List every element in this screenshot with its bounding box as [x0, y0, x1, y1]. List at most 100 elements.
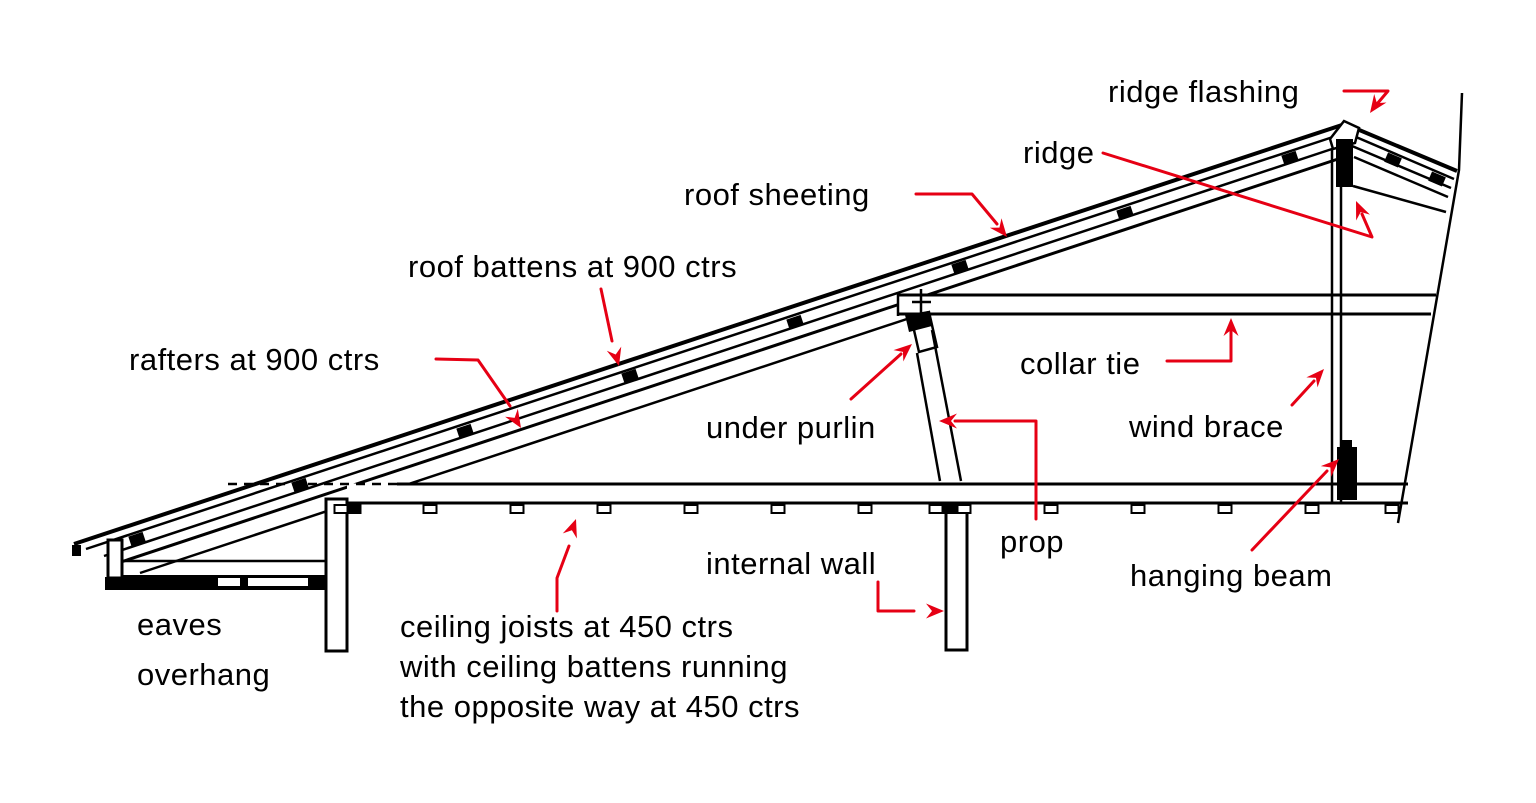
- hanging-beam-top: [1340, 440, 1352, 449]
- leader-roof-sheeting: [914, 192, 999, 226]
- leader-internal-wall: [876, 580, 916, 613]
- label-ceiling-note-line3: the opposite way at 450 ctrs: [400, 689, 800, 724]
- soffit-band-gap: [248, 578, 308, 586]
- label-ceiling-note-line1: ceiling joists at 450 ctrs: [400, 609, 733, 644]
- label-ridge-flashing: ridge flashing: [1108, 74, 1299, 109]
- section-break-line: [1396, 92, 1464, 524]
- ceiling-batten: [1384, 504, 1400, 514]
- ceiling-batten: [509, 504, 525, 514]
- arrowhead-icon: [893, 344, 912, 362]
- arrowhead-icon: [926, 603, 944, 619]
- ridge-board: [1336, 139, 1353, 187]
- leader-roof-battens: [599, 287, 614, 343]
- prop-left-edge: [915, 352, 942, 482]
- arrowhead-icon: [505, 408, 521, 428]
- fascia-foot: [105, 577, 123, 590]
- label-ceiling-note-line2: with ceiling battens running: [399, 649, 788, 684]
- ceiling-batten: [942, 504, 958, 514]
- hanging-beam: [1337, 440, 1357, 500]
- leader-rafters: [434, 357, 512, 408]
- back-slope-sheeting-top-line: [1344, 122, 1458, 173]
- leader-under-purlin: [849, 352, 903, 401]
- ceiling-batten: [422, 504, 438, 514]
- label-ridge: ridge: [1023, 135, 1094, 170]
- roof-batten: [1384, 152, 1402, 168]
- soffit-band-gap: [218, 578, 240, 586]
- label-eaves-overhang-line2: overhang: [137, 657, 270, 692]
- roof-batten: [1428, 171, 1446, 187]
- label-collar-tie: collar tie: [1020, 346, 1140, 381]
- leader-ceiling-joists: [555, 544, 571, 613]
- label-eaves-overhang-line1: eaves: [137, 607, 222, 642]
- label-roof-sheeting: roof sheeting: [684, 177, 870, 212]
- labels: ridge flashing ridge roof sheeting roof …: [129, 74, 1333, 724]
- back-rafter-underside-line: [1352, 184, 1447, 214]
- collar-tie: [896, 289, 1437, 316]
- eaves-drip-lip: [72, 545, 81, 556]
- label-rafters: rafters at 900 ctrs: [129, 342, 380, 377]
- ceiling-batten: [928, 504, 944, 514]
- roof-battens: [128, 150, 1446, 547]
- ceiling-batten: [683, 504, 699, 514]
- external-wall: [324, 497, 349, 653]
- ceiling-batten: [1130, 504, 1146, 514]
- label-hanging-beam: hanging beam: [1130, 558, 1333, 593]
- label-wind-brace: wind brace: [1128, 409, 1284, 444]
- ceiling-batten: [346, 504, 362, 514]
- ceiling-batten: [1304, 504, 1320, 514]
- label-roof-battens: roof battens at 900 ctrs: [408, 249, 737, 284]
- roof-batten: [1281, 150, 1299, 166]
- leaders: [434, 89, 1390, 619]
- arrowhead-icon: [1306, 369, 1324, 388]
- roof-batten: [456, 423, 474, 439]
- ceiling-batten: [956, 504, 972, 514]
- ceiling-joist-body: [347, 483, 1408, 503]
- arrowhead-icon: [1356, 201, 1370, 221]
- hanging-beam-body: [1337, 447, 1357, 500]
- roof-batten: [951, 259, 969, 275]
- arrowhead-icon: [1320, 459, 1339, 477]
- back-slope-rafter-bottom-line: [1353, 155, 1449, 199]
- roof-batten: [786, 314, 804, 330]
- collar-tie-bolt-mark: [912, 289, 931, 315]
- arrowhead-icon: [1223, 318, 1239, 336]
- roof-sheeting-bottom-line: [85, 131, 1346, 551]
- ceiling-batten: [596, 504, 612, 514]
- ceiling-batten: [1043, 504, 1059, 514]
- collar-tie-body: [897, 296, 1437, 313]
- label-prop: prop: [1000, 524, 1064, 559]
- ceiling-batten: [333, 504, 349, 514]
- roof-sheeting-top-line: [73, 122, 1346, 546]
- ceiling-batten: [1217, 504, 1233, 514]
- rafter-bottom-line: [120, 157, 1339, 564]
- leader-ridge: [1101, 151, 1374, 239]
- ceiling: [228, 482, 1408, 505]
- back-slope-sheeting-bottom-line: [1348, 132, 1455, 181]
- arrowhead-icon: [989, 218, 1007, 237]
- prop-right-edge: [930, 329, 963, 482]
- rafter-top-line: [103, 143, 1345, 558]
- leader-hanging-beam: [1250, 469, 1329, 552]
- ceiling-batten: [857, 504, 873, 514]
- roof-batten: [128, 531, 146, 547]
- leader-prop: [953, 419, 1038, 521]
- fascia-board: [106, 538, 124, 580]
- leader-collar-tie: [1165, 326, 1233, 363]
- rafter-underside-line: [139, 315, 914, 575]
- arrowhead-icon: [1370, 93, 1387, 113]
- label-under-purlin: under purlin: [706, 410, 876, 445]
- arrowhead-icon: [939, 413, 957, 429]
- roof-batten: [1116, 205, 1134, 221]
- label-internal-wall: internal wall: [706, 546, 876, 581]
- leader-ridge-flashing: [1342, 89, 1390, 106]
- ceiling-batten: [770, 504, 786, 514]
- ceiling-battens: [333, 504, 1400, 514]
- under-purlin-and-prop: [905, 310, 963, 482]
- under-purlin-end-grain: [905, 311, 932, 332]
- arrowhead-icon: [562, 519, 577, 539]
- internal-wall: [944, 504, 969, 652]
- roof-batten: [621, 368, 639, 384]
- arrowhead-icon: [606, 346, 622, 366]
